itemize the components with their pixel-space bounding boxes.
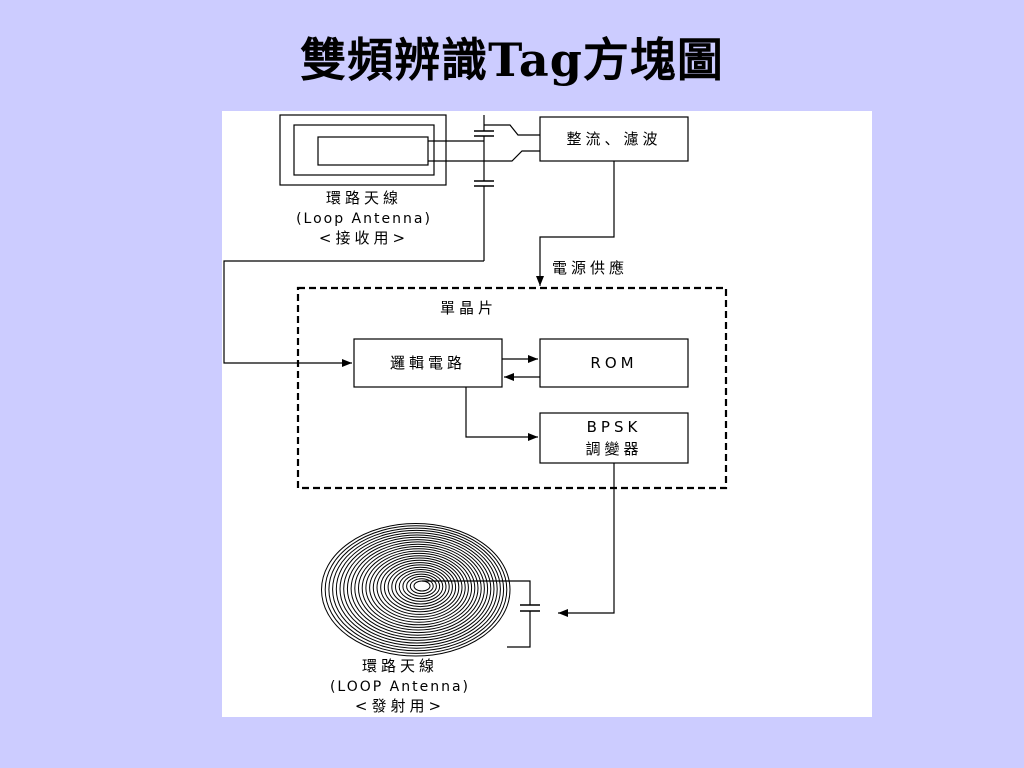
transmit-antenna-label-2: (LOOP Antenna) <box>330 679 470 695</box>
spiral-ring <box>346 539 489 639</box>
spiral-ring <box>361 548 476 628</box>
transmit-capacitor <box>520 604 540 612</box>
receive-capacitor-2 <box>474 177 494 261</box>
spiral-ring <box>398 571 444 602</box>
spiral-ring <box>395 569 447 605</box>
bpsk-modulator-block <box>539 412 689 464</box>
bpsk-to-antenna-arrow <box>558 463 615 617</box>
transmit-spiral-antenna <box>321 523 511 657</box>
spiral-ring <box>383 562 457 613</box>
logic-to-bpsk-arrow <box>465 387 538 441</box>
single-chip-boundary <box>296 286 728 490</box>
spiral-ring <box>372 555 466 621</box>
bpsk-label-2: 調變器 <box>585 440 642 458</box>
power-supply-arrow <box>536 161 615 286</box>
spiral-lead-top <box>422 580 531 605</box>
spiral-ring <box>350 541 485 636</box>
spiral-ring <box>409 578 434 595</box>
spiral-ring <box>339 534 495 644</box>
rom-label: ROM <box>590 354 637 372</box>
spiral-ring <box>332 529 501 649</box>
spiral-lead-bottom <box>507 611 531 648</box>
single-chip-label: 單晶片 <box>440 299 497 317</box>
rom-block <box>539 338 689 388</box>
spiral-ring <box>391 566 450 608</box>
spiral-ring <box>406 575 437 597</box>
spiral-ring <box>380 559 460 615</box>
spiral-ring <box>321 523 511 657</box>
receive-antenna-label-3: <接收用> <box>319 229 409 247</box>
spiral-ring <box>413 580 431 592</box>
bpsk-label-1: BPSK <box>587 418 642 436</box>
receive-capacitor-1 <box>474 115 494 177</box>
logic-circuit-block <box>353 338 503 388</box>
spiral-ring <box>369 552 469 623</box>
slide-title: 雙頻辨識Tag方塊圖 <box>300 33 724 87</box>
spiral-ring <box>343 536 492 641</box>
spiral-ring <box>328 527 505 652</box>
rectifier-filter-label: 整流、濾波 <box>566 130 661 148</box>
receive-antenna-label-1: 環路天線 <box>326 189 402 207</box>
receive-antenna-inner <box>317 136 429 166</box>
spiral-ring <box>358 546 479 631</box>
wire-to-rectifier-top <box>484 124 540 136</box>
spiral-ring <box>387 564 453 610</box>
wire-to-rectifier-bottom <box>484 150 540 162</box>
transmit-antenna-label-3: <發射用> <box>355 697 445 715</box>
receive-antenna-outer <box>279 114 447 186</box>
diagram-svg: 環路天線 (Loop Antenna) <接收用> 整流、濾波 電源供應 單晶片… <box>223 114 728 715</box>
spiral-ring <box>335 532 498 647</box>
block-diagram: 環路天線 (Loop Antenna) <接收用> 整流、濾波 電源供應 單晶片… <box>222 111 872 717</box>
spiral-ring <box>376 557 463 618</box>
transmit-antenna-label-1: 環路天線 <box>362 657 438 675</box>
receive-antenna-middle <box>293 124 435 176</box>
spiral-ring <box>365 550 473 626</box>
spiral-ring <box>324 525 508 654</box>
spiral-ring <box>402 573 441 600</box>
spiral-ring <box>354 543 482 634</box>
antenna-to-logic-arrow <box>223 260 484 367</box>
rectifier-filter-block <box>539 116 689 162</box>
receive-antenna-label-2: (Loop Antenna) <box>296 211 432 227</box>
power-supply-label: 電源供應 <box>552 259 628 277</box>
logic-circuit-label: 邏輯電路 <box>390 354 466 372</box>
